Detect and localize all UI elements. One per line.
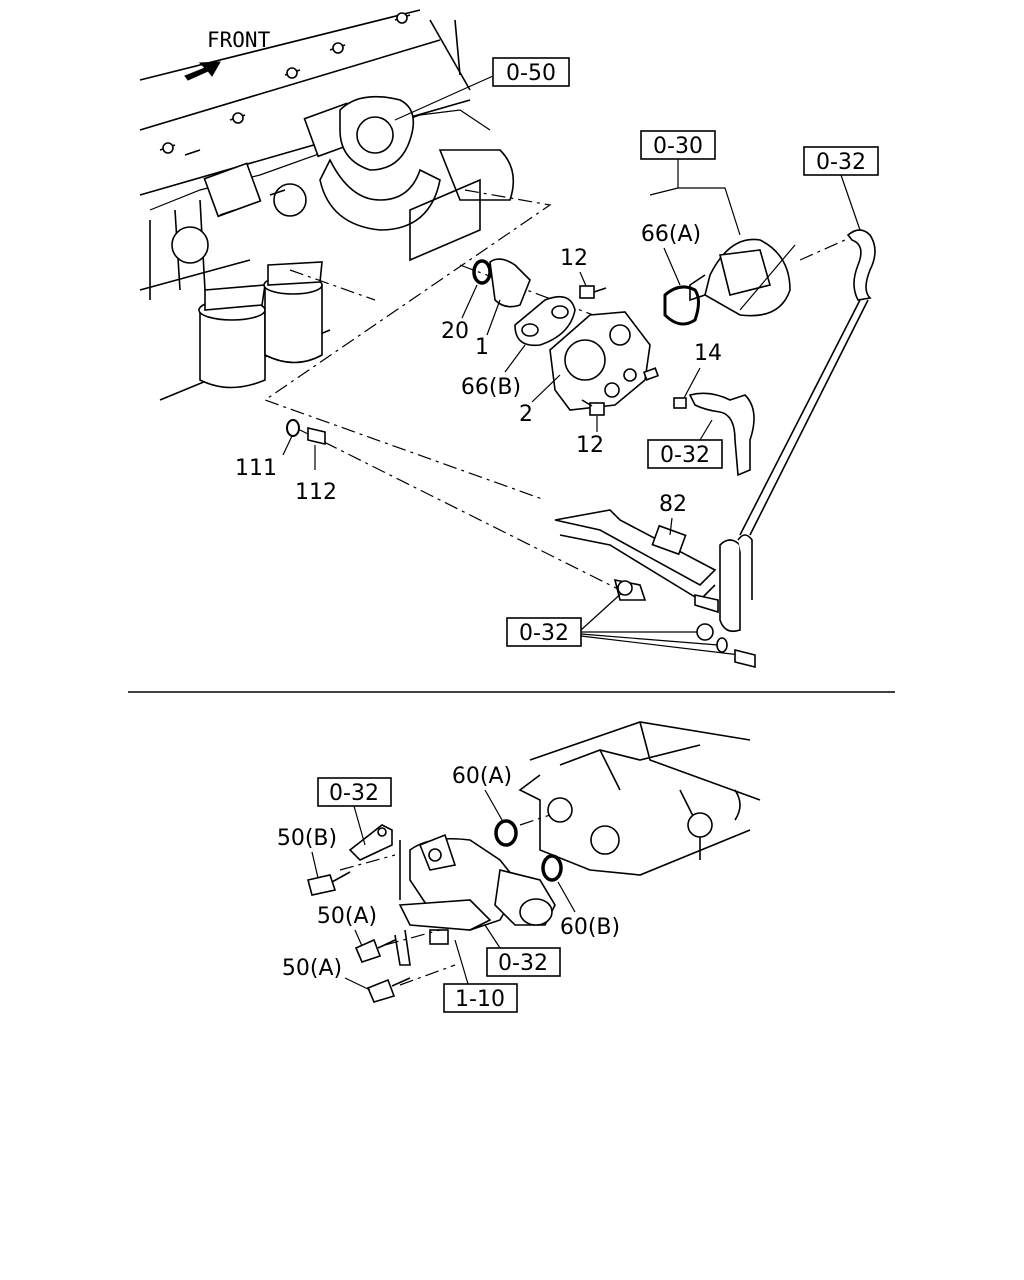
thermostat-group [472, 238, 796, 416]
ref-box-0-32-top-right: 0-32 [803, 146, 879, 231]
label-82: 82 [659, 492, 687, 517]
ref-box-0-32-right: 0-32 [484, 924, 561, 977]
oring-60b [541, 854, 563, 882]
ref-0-32-left: 0-32 [329, 781, 379, 806]
fasteners-bottom [617, 580, 756, 669]
ref-1-10: 1-10 [455, 987, 505, 1012]
label-60a: 60(A) [452, 764, 512, 789]
gasket-66a [663, 285, 700, 326]
front-arrow-icon [184, 61, 221, 81]
pipe-82 [554, 509, 753, 633]
label-12-top: 12 [560, 246, 588, 271]
ref-0-32-right: 0-32 [498, 951, 548, 976]
ref-box-0-50: 0-50 [394, 57, 570, 121]
label-66b: 66(B) [461, 375, 521, 400]
hose-top-right [739, 229, 876, 536]
label-112: 112 [295, 480, 337, 505]
label-1: 1 [475, 335, 489, 360]
bolt-12-top [579, 285, 607, 299]
label-111: 111 [235, 456, 277, 481]
label-50a-top: 50(A) [317, 904, 377, 929]
ref-0-32-bottom: 0-32 [519, 621, 569, 646]
label-50a-bottom: 50(A) [282, 956, 342, 981]
bolt-50a-bottom [366, 977, 411, 1003]
ref-box-0-32-mid: 0-32 [647, 419, 723, 469]
label-2: 2 [519, 402, 533, 427]
ref-box-0-30: 0-30 [640, 130, 741, 236]
bolt-12-bottom [581, 399, 605, 416]
part-111-112 [282, 419, 326, 470]
water-pump-bottom [394, 833, 556, 966]
label-66a: 66(A) [641, 222, 701, 247]
bracket-50b [348, 824, 401, 900]
engine-block-bottom [518, 721, 761, 876]
bottom-part-labels: 60(A) 60(B) 50(B) 50(A) 50(A) [277, 764, 620, 991]
front-label: FRONT [207, 28, 271, 52]
ref-0-32-mid: 0-32 [660, 443, 710, 468]
engine-block-top [139, 9, 515, 401]
label-60b: 60(B) [560, 915, 620, 940]
ref-box-0-32-bottom: 0-32 [506, 589, 741, 656]
label-14: 14 [694, 341, 722, 366]
label-50b: 50(B) [277, 826, 337, 851]
fuel-filter-2 [263, 261, 323, 364]
label-12-bottom: 12 [576, 433, 604, 458]
front-direction: FRONT [184, 28, 271, 81]
ref-box-0-32-left: 0-32 [317, 777, 392, 846]
thermostat-1 [489, 258, 531, 308]
ref-box-1-10: 1-10 [443, 939, 518, 1013]
label-20: 20 [441, 319, 469, 344]
fuel-filter-1 [198, 284, 266, 389]
seal-20 [472, 259, 492, 285]
bolt-14 [673, 397, 687, 409]
ref-0-32-top-right: 0-32 [816, 150, 866, 175]
oring-60a [494, 819, 518, 847]
manifold-studs [159, 12, 411, 216]
hose-mid [688, 392, 755, 477]
top-part-labels: 20 1 66(B) 2 12 12 14 66(A) 111 112 82 [235, 222, 722, 536]
bolt-50b [307, 871, 351, 896]
ref-0-50: 0-50 [506, 61, 556, 86]
ref-0-30: 0-30 [653, 134, 703, 159]
